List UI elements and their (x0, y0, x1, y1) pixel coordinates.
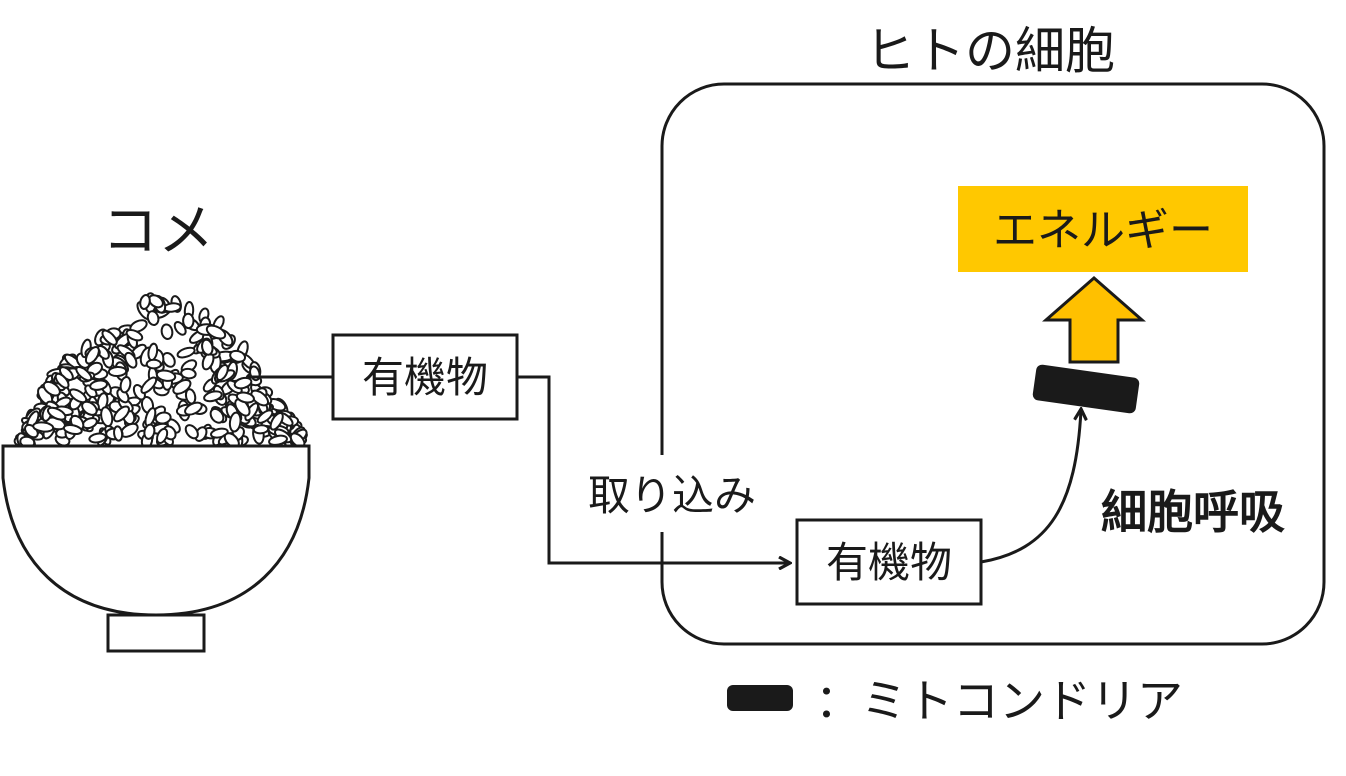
rice-grain (228, 411, 242, 433)
rice-grain (201, 338, 214, 356)
uptake-arrow (517, 375, 789, 563)
legend-mitochondrion-swatch (727, 685, 793, 711)
rice-grain (250, 389, 270, 407)
rice-grain (81, 400, 98, 416)
rice-grains (13, 292, 308, 451)
uptake-label: 取り込み (588, 471, 756, 520)
rice-grain (229, 349, 247, 363)
rice-grain (154, 411, 172, 425)
uptake-label-bg (566, 466, 780, 524)
rice-grain (161, 352, 176, 368)
rice-grain (46, 406, 67, 421)
cell-boundary (660, 82, 1326, 646)
rice-grain (107, 365, 128, 378)
rice-grain (145, 358, 162, 370)
organic-matter-label-outside: 有機物 (362, 353, 488, 402)
rice-grain (256, 409, 274, 424)
rice-grain (184, 424, 199, 440)
rice-grain (75, 366, 93, 382)
rice-grain (143, 423, 156, 440)
rice-grain (124, 351, 138, 369)
energy-box (958, 186, 1248, 272)
rice-grain (180, 367, 197, 380)
rice-grain (203, 390, 223, 403)
bowl-foot (106, 613, 206, 653)
rice-grain (119, 376, 132, 394)
rice-grain (184, 388, 197, 405)
rice-grain (209, 407, 225, 424)
rice-grain (172, 379, 192, 395)
rice-grain (235, 391, 255, 404)
rice-grain (32, 421, 55, 433)
energy-up-arrow (1042, 276, 1146, 364)
organic-matter-label-inside: 有機物 (826, 538, 952, 587)
rice-grain (42, 380, 61, 397)
rice-grain (125, 329, 144, 342)
rice-grain (160, 323, 174, 340)
rice-grain (155, 369, 177, 382)
rice-grain (113, 405, 130, 423)
energy-label: エネルギー (993, 205, 1213, 256)
rice-label: コメ (102, 199, 214, 264)
rice-grain (101, 329, 118, 346)
rice-bowl (1, 444, 311, 617)
rice-grain (269, 412, 284, 431)
rice-grain (84, 346, 100, 365)
mitochondrion (1032, 364, 1140, 414)
legend-label: ：ミトコンドリア (815, 674, 1183, 728)
rice-grain (176, 346, 196, 359)
cell-title: ヒトの細胞 (865, 22, 1115, 80)
rice-grain (205, 324, 227, 340)
respiration-arrow (980, 410, 1081, 564)
rice-grain (113, 425, 124, 442)
rice-grain (54, 372, 70, 389)
rice-grain (156, 427, 169, 444)
rice-grain (252, 424, 270, 435)
rice-grain (62, 423, 83, 436)
rice-grain (182, 312, 195, 330)
rice-grain (100, 406, 114, 428)
rice-grain (233, 376, 253, 390)
rice-grain (173, 321, 187, 336)
respiration-label: 細胞呼吸 (1101, 485, 1285, 539)
rice-grain (88, 432, 107, 444)
rice-grain (139, 294, 151, 310)
organic-matter-box-outside (331, 333, 519, 421)
rice-grain (146, 310, 160, 326)
rice-grain (89, 379, 109, 391)
rice-grain (140, 376, 158, 394)
rice-grain (215, 363, 229, 382)
